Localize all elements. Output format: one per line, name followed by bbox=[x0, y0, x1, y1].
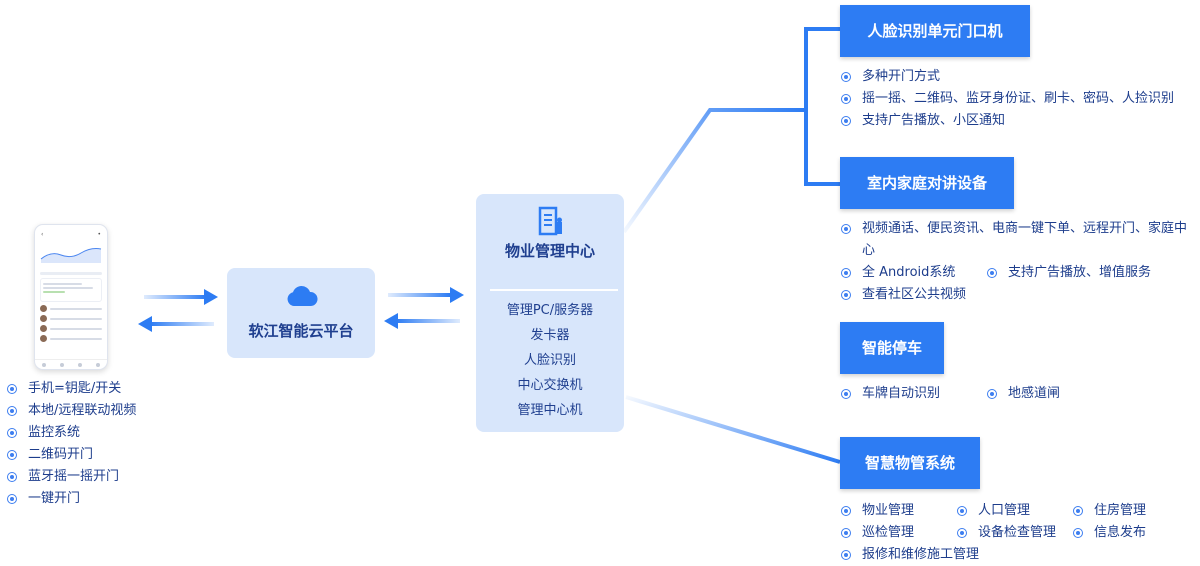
avatar-icon bbox=[40, 315, 47, 322]
center-item: 管理PC/服务器 bbox=[506, 303, 594, 318]
avatar-icon bbox=[40, 325, 47, 332]
mobile-feature-item: 一键开门 bbox=[6, 488, 136, 510]
center-item: 中心交换机 bbox=[517, 378, 583, 393]
bracket-door-indoor bbox=[804, 27, 840, 186]
cloud-platform-node: 软江智能云平台 bbox=[227, 268, 375, 358]
property-item: 住房管理 bbox=[1072, 500, 1188, 522]
parking-item: 地感道闸 bbox=[986, 383, 1132, 405]
arrow-cloud-to-center bbox=[388, 287, 464, 303]
line-center-to-door bbox=[622, 108, 806, 234]
arrow-phone-to-cloud bbox=[144, 289, 218, 305]
cloud-icon bbox=[287, 286, 318, 306]
indoor-title: 室内家庭对讲设备 bbox=[840, 157, 1014, 209]
face-door-item: 支持广告播放、小区通知 bbox=[840, 110, 1174, 132]
property-item: 报修和维修施工管理 bbox=[840, 544, 1188, 566]
parking-item: 车牌自动识别 bbox=[840, 383, 986, 405]
property-item: 设备检查管理 bbox=[956, 522, 1072, 544]
back-icon: ‹ bbox=[41, 230, 44, 238]
indoor-item: 视频通话、便民资讯、电商一键下单、远程开门、家庭中心 bbox=[840, 218, 1190, 262]
building-icon bbox=[538, 206, 562, 236]
arrow-cloud-to-phone bbox=[138, 316, 214, 332]
divider bbox=[490, 289, 618, 291]
face-door-item: 摇一摇、二维码、监牙身份证、刷卡、密码、人捡识别 bbox=[840, 88, 1174, 110]
indoor-item: 支持广告播放、增值服务 bbox=[986, 262, 1186, 284]
property-item: 巡检管理 bbox=[840, 522, 956, 544]
property-item: 信息发布 bbox=[1072, 522, 1188, 544]
indoor-item: 查看社区公共视频 bbox=[840, 284, 1186, 306]
phone-mockup: ‹ • bbox=[34, 224, 108, 370]
property-item: 物业管理 bbox=[840, 500, 956, 522]
mobile-feature-item: 本地/远程联动视频 bbox=[6, 400, 136, 422]
arrow-center-to-cloud bbox=[384, 313, 460, 329]
indoor-feature-list: 视频通话、便民资讯、电商一键下单、远程开门、家庭中心 全 Android系统 支… bbox=[840, 218, 1190, 306]
property-item: 人口管理 bbox=[956, 500, 1072, 522]
line-center-to-property bbox=[625, 395, 841, 464]
center-item: 发卡器 bbox=[530, 328, 570, 343]
mobile-feature-item: 手机=钥匙/开关 bbox=[6, 378, 136, 400]
avatar-icon bbox=[40, 335, 47, 342]
mobile-feature-item: 二维码开门 bbox=[6, 444, 136, 466]
mobile-feature-item: 监控系统 bbox=[6, 422, 136, 444]
property-center-node: 物业管理中心 管理PC/服务器 发卡器 人脸识别 中心交换机 管理中心机 bbox=[476, 194, 624, 432]
settings-icon: • bbox=[97, 230, 101, 238]
phone-chart-icon bbox=[40, 248, 102, 263]
property-center-title: 物业管理中心 bbox=[504, 242, 595, 260]
center-item: 人脸识别 bbox=[523, 353, 576, 368]
property-system-title: 智慧物管系统 bbox=[840, 437, 980, 489]
mobile-feature-list: 手机=钥匙/开关 本地/远程联动视频 监控系统 二维码开门 蓝牙摇一摇开门 一键… bbox=[6, 378, 136, 510]
parking-title: 智能停车 bbox=[840, 322, 944, 374]
avatar-icon bbox=[40, 305, 47, 312]
face-door-feature-list: 多种开门方式 摇一摇、二维码、监牙身份证、刷卡、密码、人捡识别 支持广告播放、小… bbox=[840, 66, 1174, 132]
center-item: 管理中心机 bbox=[517, 403, 583, 418]
cloud-platform-label: 软江智能云平台 bbox=[248, 322, 354, 340]
mobile-feature-item: 蓝牙摇一摇开门 bbox=[6, 466, 136, 488]
property-system-feature-list: 物业管理 人口管理 住房管理 巡检管理 设备检查管理 信息发布 报修和维修施工管… bbox=[840, 500, 1188, 566]
property-center-items: 管理PC/服务器 发卡器 人脸识别 中心交换机 管理中心机 bbox=[476, 298, 624, 423]
phone-nav-bar bbox=[35, 359, 107, 369]
indoor-item: 全 Android系统 bbox=[840, 262, 986, 284]
face-door-item: 多种开门方式 bbox=[840, 66, 1174, 88]
parking-feature-list: 车牌自动识别 地感道闸 bbox=[840, 383, 1132, 405]
face-door-title: 人脸识别单元门口机 bbox=[840, 5, 1030, 57]
